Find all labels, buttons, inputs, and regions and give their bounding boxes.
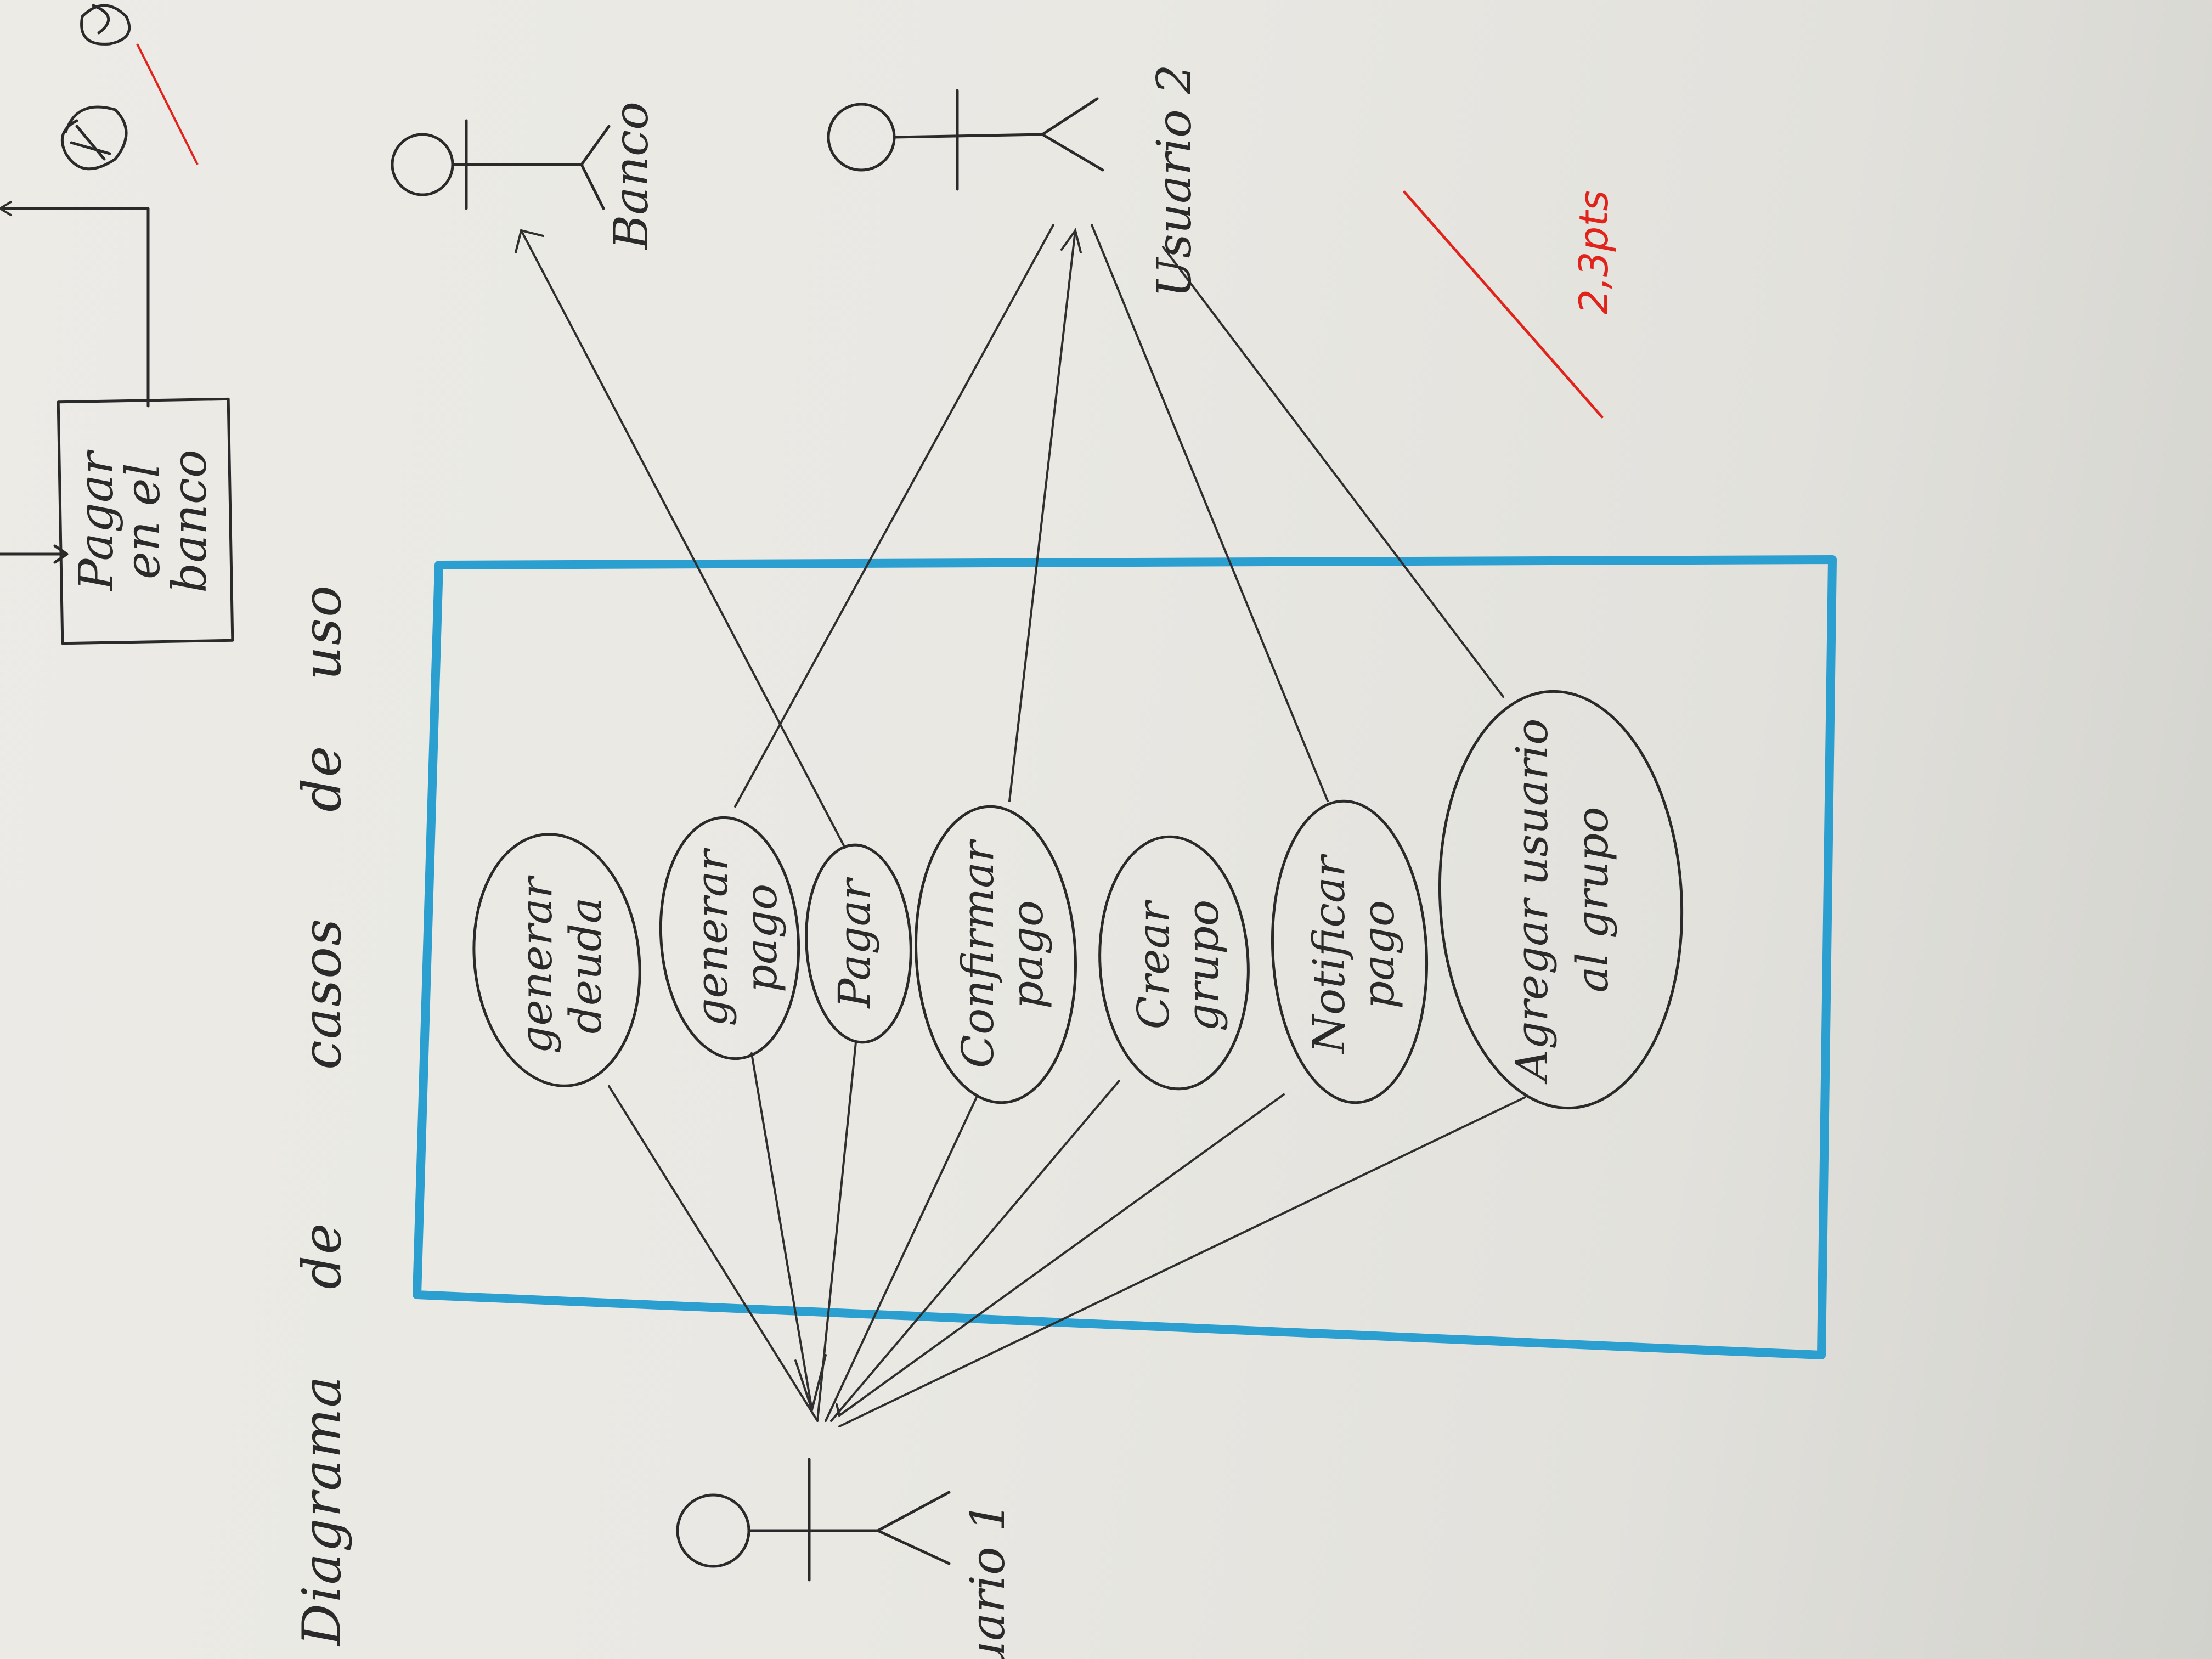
flow-line-to-box [0,544,69,564]
use-case-notificar-pago: Notificar pago [1271,799,1429,1104]
grading-marks: 2,3pts [1403,190,1617,419]
use-case-line-2: grupo [1177,900,1228,1031]
use-cases: generar deuda generar pago Pagar [472,690,1684,1110]
arrowhead-u1-b [836,1401,860,1418]
title-word-1: Diagrama [291,1375,353,1647]
assoc-u2-generar-pago [734,224,1054,808]
arrowhead-bank [515,229,544,253]
use-case-ellipse [472,833,641,1087]
arrowhead-u1-a [794,1354,827,1414]
previous-flow-fragment: Pagar en el banco [0,4,234,645]
assoc-u1-agregar-usuario [838,1096,1526,1427]
assoc-u1-generar-deuda [608,1085,819,1422]
scribble-node-top-a [80,4,131,46]
actor-banco: Banco [391,101,659,251]
title-word-5: uso [291,584,353,680]
pay-in-bank-line-2: en el [116,463,171,579]
actor-usuario-2: Usuario 2 [827,64,1202,298]
use-case-generar-pago: generar pago [659,816,800,1060]
red-check-small [136,43,199,165]
assoc-u2-confirmar-pago [1008,229,1076,802]
pay-in-bank-label: Pagar en el banco [69,449,217,593]
use-case-ellipse [805,843,912,1044]
use-case-ellipse [1098,835,1250,1091]
grade-score: 2,3pts [1571,190,1617,314]
use-case-line-2: pago [1353,900,1404,1009]
use-case-line-1: Confirmar [952,838,1003,1068]
title-word-2: de [291,1222,353,1289]
pay-in-bank-box [57,397,234,645]
pay-in-bank-line-3: banco [162,449,217,593]
use-case-agregar-usuario: Agregar usuario al grupo [1438,690,1684,1110]
use-case-generar-deuda: generar deuda [472,833,641,1087]
actor-usuario-1: Usuario 1 [676,1458,1015,1659]
assoc-bank-pagar [520,229,846,849]
flow-arrow-top [0,201,12,216]
actor-legs [876,1491,951,1565]
pay-in-bank-line-1: Pagar [69,449,124,592]
assoc-u1-generar-pago [751,1052,813,1411]
assoc-u2-agregar-usuario [1162,246,1504,698]
actor-usuario-1-label: Usuario 1 [961,1502,1015,1659]
actor-usuario-2-label: Usuario 2 [1147,64,1202,298]
use-case-ellipse [659,816,800,1060]
assoc-u1-crear-grupo [830,1080,1120,1422]
use-case-line-2: pago [736,884,787,992]
red-check-large [1403,190,1604,419]
assoc-u1-notificar-pago [838,1093,1285,1417]
use-case-line-1: generar [511,874,562,1053]
use-case-ellipse [915,805,1077,1104]
use-case-line-2: deuda [560,898,611,1034]
actor-banco-label: Banco [604,101,659,251]
use-case-line-1: Agregar usuario [1506,719,1558,1085]
system-boundary [413,555,1837,1359]
use-case-pagar: Pagar [805,843,912,1044]
use-case-ellipse [1438,690,1684,1110]
use-case-line-2: al grupo [1567,806,1618,992]
title-word-3: casos [291,918,353,1070]
actor-head [391,133,454,196]
title-word-4: de [291,745,353,812]
assoc-u2-notificar-pago [1091,224,1329,802]
actor-body [893,133,1044,139]
actor-legs [1041,97,1104,172]
use-case-ellipse [1271,799,1429,1104]
diagram-title: Diagrama de casos de uso [291,584,353,1647]
association-lines [515,224,1526,1427]
use-case-line-1: Pagar [829,877,880,1009]
flow-line-top [0,207,150,408]
use-case-line-2: pago [1002,900,1053,1009]
actor-head [827,103,896,172]
actor-head [676,1493,751,1568]
scribble-node-top-b [60,105,128,171]
actor-legs [580,125,611,210]
use-case-line-1: Crear [1128,899,1179,1029]
use-case-line-1: generar [686,847,737,1026]
arrowhead-u2 [1060,228,1082,253]
assoc-u1-pagar [816,1041,857,1422]
assoc-u1-confirmar-pago [825,1096,978,1422]
use-case-confirmar-pago: Confirmar pago [915,805,1077,1104]
use-case-crear-grupo: Crear grupo [1098,835,1250,1091]
use-case-line-1: Notificar [1304,853,1355,1054]
